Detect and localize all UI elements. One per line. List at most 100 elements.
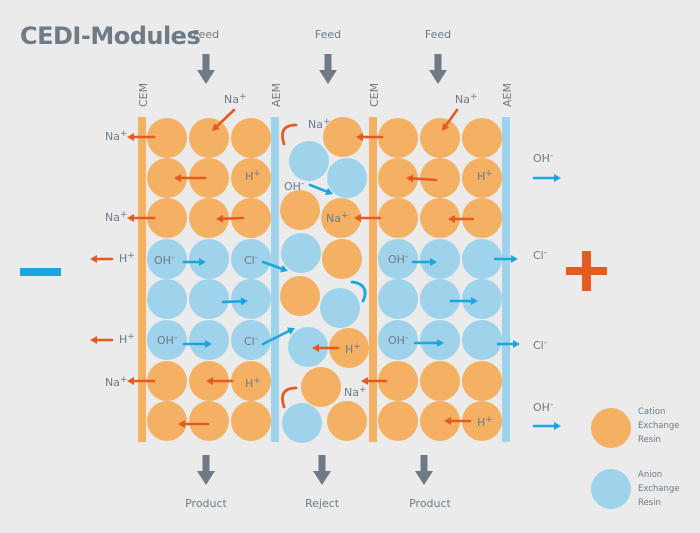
ion-label-6: H+ [245, 169, 261, 183]
cation-arrow-11 [354, 214, 382, 222]
feed-arrow-2-head [429, 70, 447, 84]
output-arrow-1-shaft [318, 455, 326, 473]
anion-arrow-7 [493, 255, 518, 263]
resin-bead-mid-11 [301, 367, 341, 407]
membrane-0 [138, 117, 146, 442]
resin-bead-1-2-2 [462, 198, 502, 238]
ion-label-2: H+ [119, 251, 135, 265]
resin-bead-1-4-0 [378, 279, 418, 319]
feed-arrow-1 [319, 54, 337, 84]
ion-label-23: Cl- [533, 248, 547, 262]
resin-bead-1-5-0 [378, 320, 418, 360]
resin-bead-0-0-2 [231, 118, 271, 158]
cation-arrow-10-head [356, 133, 363, 141]
cation-arrow-1 [212, 108, 236, 131]
resin-bead-1-2-0 [378, 198, 418, 238]
ion-label-13: OH- [284, 179, 304, 193]
output-arrow-0-shaft [202, 455, 210, 473]
resin-bead-mid-9 [288, 327, 328, 367]
cation-arrow-9-head [178, 420, 185, 428]
resin-bead-1-4-1 [420, 279, 460, 319]
ion-label-9: OH- [157, 333, 177, 347]
cation-arrow-4-shaft [221, 216, 245, 221]
ion-label-4: Na+ [105, 375, 128, 389]
ion-label-3: H+ [119, 332, 135, 346]
feed-arrow-1-shaft [324, 54, 332, 72]
cation-arrow-0-head [127, 133, 134, 141]
ion-label-20: OH- [388, 333, 408, 347]
legend-cation-swatch [591, 408, 631, 448]
resin-bead-mid-5 [281, 233, 321, 273]
membrane-2 [369, 117, 377, 442]
anion-arrow-10 [496, 340, 520, 348]
output-arrow-2 [415, 455, 433, 485]
cation-arrow-12-head [312, 344, 319, 352]
anion-arrow-8 [449, 297, 478, 305]
anion-arrow-3 [182, 340, 212, 348]
resin-bead-0-3-1 [189, 239, 229, 279]
resin-bead-1-5-1 [420, 320, 460, 360]
cation-arrow-17-head [444, 417, 451, 425]
anion-arrow-8-head [471, 297, 478, 305]
cation-arrow-15 [406, 174, 438, 183]
anion-arrow-6-head [430, 258, 437, 266]
resin-bead-0-6-0 [147, 361, 187, 401]
cation-arrow-11-head [354, 214, 361, 222]
resin-bead-mid-13 [327, 401, 367, 441]
membrane-1 [271, 117, 279, 442]
feed-label-2: Feed [425, 28, 451, 41]
ion-label-1: Na+ [105, 210, 128, 224]
anion-arrow-6 [411, 258, 437, 266]
resin-bead-0-1-2 [231, 158, 271, 198]
resin-bead-mid-4 [321, 198, 361, 238]
resin-bead-1-6-2 [462, 361, 502, 401]
resin-bead-0-5-2 [231, 320, 271, 360]
anion-arrow-5-shaft [308, 183, 328, 193]
resin-bead-0-6-2 [231, 361, 271, 401]
membrane-label-1: AEM [270, 83, 283, 107]
cation-arrow-2-head [174, 174, 181, 182]
resin-bead-0-4-1 [189, 279, 229, 319]
resin-bead-0-4-0 [147, 279, 187, 319]
feed-arrow-1-head [319, 70, 337, 84]
cation-arrow-15-head [406, 174, 414, 183]
resin-bead-1-7-0 [378, 401, 418, 441]
cation-arrow-14-head [442, 122, 450, 131]
output-arrow-1 [313, 455, 331, 485]
legend-anion-label-0: Anion [638, 470, 662, 480]
resin-bead-mid-8 [320, 288, 360, 328]
cation-arrow-13-head [361, 377, 368, 385]
anion-arrow-10-head [513, 340, 520, 348]
page-title: CEDI-Modules [20, 22, 201, 50]
ion-label-17: Na+ [455, 92, 478, 106]
feed-arrow-2 [429, 54, 447, 84]
cation-arrow-4 [216, 214, 245, 223]
output-label-2: Product [409, 497, 451, 510]
cation-arrow-9 [178, 420, 210, 428]
resin-bead-0-3-2 [231, 239, 271, 279]
resin-bead-1-1-2 [462, 158, 502, 198]
anion-arrow-1-head [280, 264, 288, 273]
resin-bead-mid-3 [280, 190, 320, 230]
output-arrow-2-shaft [420, 455, 428, 473]
feed-label-1: Feed [315, 28, 341, 41]
feed-label-0: Feed [193, 28, 219, 41]
cation-arrow-3 [127, 214, 156, 222]
ion-label-8: Cl- [244, 253, 258, 267]
anion-arrow-11 [532, 174, 561, 182]
ion-label-0: Na+ [105, 129, 128, 143]
resin-bead-1-0-0 [378, 118, 418, 158]
resin-bead-1-0-2 [462, 118, 502, 158]
feed-arrow-0-head [197, 70, 215, 84]
anion-arrow-9 [413, 339, 444, 347]
anion-arrow-4-shaft [261, 329, 291, 346]
output-arrow-0 [197, 455, 215, 485]
resin-bead-0-1-0 [147, 158, 187, 198]
legend-anion-swatch [591, 469, 631, 509]
cation-arrow-2 [174, 174, 207, 182]
blocked-anion-hook-0 [350, 280, 367, 303]
anion-arrow-0 [182, 258, 206, 266]
blocked-cation-hook-1 [281, 386, 298, 409]
anion-arrow-3-head [205, 340, 212, 348]
anion-arrow-4-head [286, 327, 295, 335]
